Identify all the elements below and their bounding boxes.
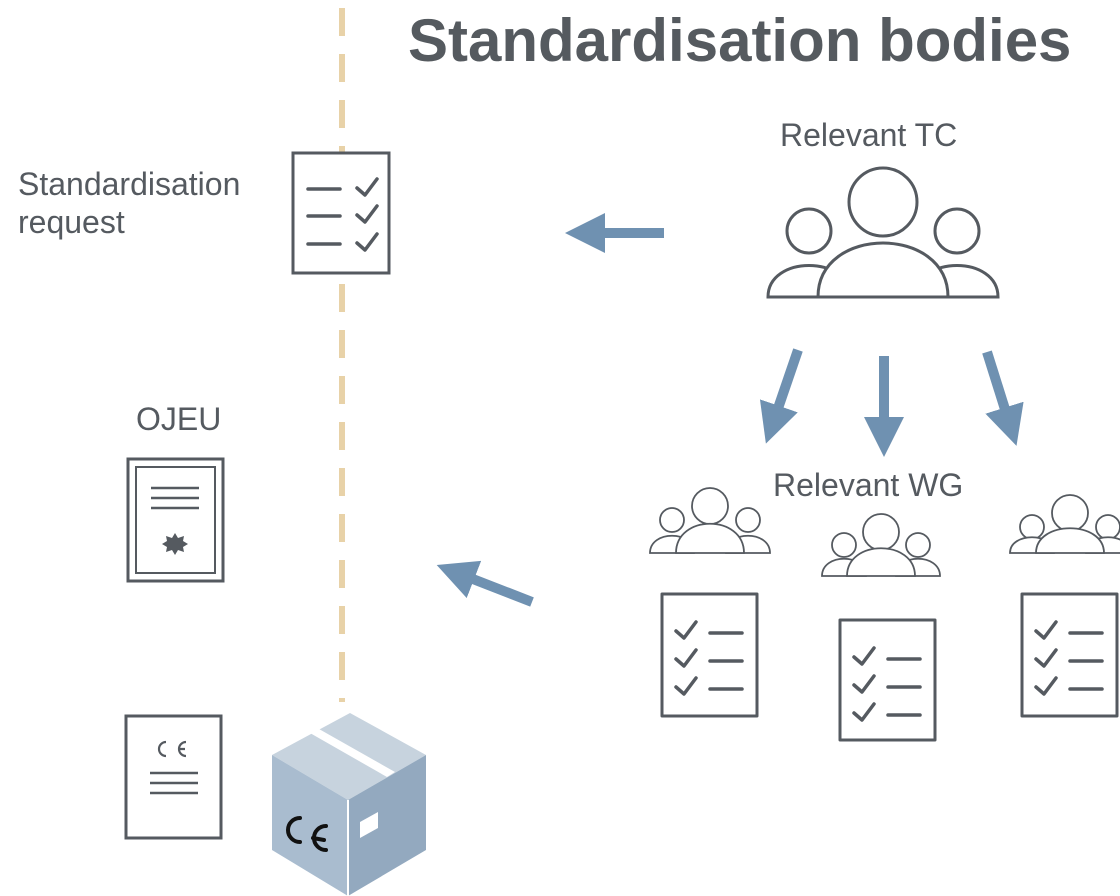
checklist-document-icon (838, 618, 937, 742)
checklist-document-icon (660, 592, 759, 718)
ojeu-label: OJEU (136, 401, 222, 437)
arrow-tc-to-wg-left (759, 348, 803, 444)
standardisation-request-label: Standardisation request (18, 166, 241, 240)
relevant-wg-label: Relevant WG (773, 467, 964, 503)
people-group-icon (649, 487, 771, 554)
arrow-wg-to-ojeu (436, 560, 534, 607)
people-group-icon (821, 513, 941, 577)
arrow-tc-to-wg-right (982, 350, 1024, 446)
page-title: Standardisation bodies (408, 7, 1072, 74)
people-group-icon (1009, 494, 1120, 554)
checklist-document-icon (1020, 592, 1119, 718)
relevant-tc-label: Relevant TC (780, 117, 958, 153)
